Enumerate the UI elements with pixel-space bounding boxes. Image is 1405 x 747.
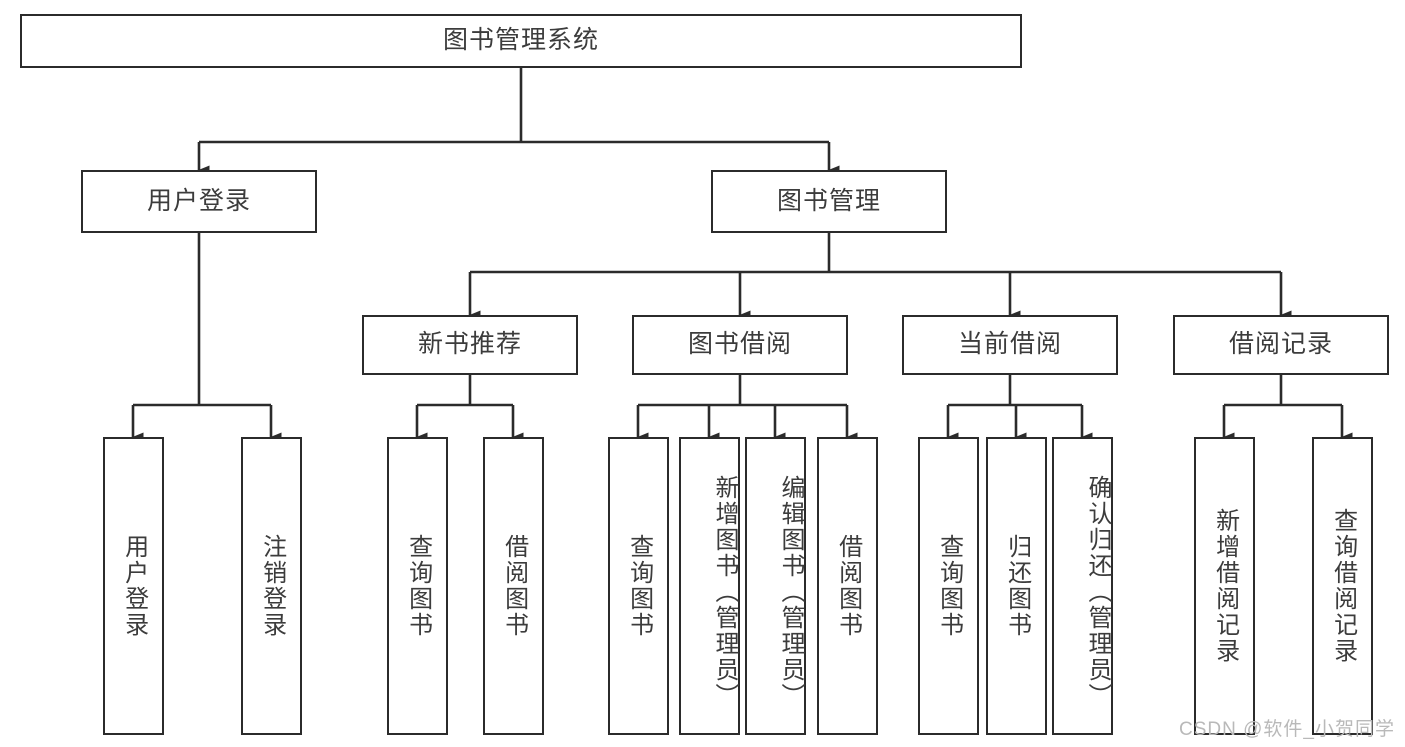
- node-level3-3[interactable]: 借阅记录: [1173, 315, 1389, 375]
- node-label: 编辑图书（管理员）: [777, 475, 804, 709]
- node-label: 确认归还（管理员）: [1084, 475, 1111, 709]
- node-leaf-4[interactable]: 查询图书: [608, 437, 669, 735]
- node-label: 用户登录: [146, 186, 251, 215]
- node-leaf-12[interactable]: 查询借阅记录: [1312, 437, 1373, 735]
- node-leaf-0[interactable]: 用户登录: [103, 437, 164, 735]
- node-leaf-7[interactable]: 借阅图书: [817, 437, 878, 735]
- node-label: 归还图书: [1003, 534, 1031, 638]
- node-label: 用户登录: [120, 534, 148, 638]
- node-label: 新增图书（管理员）: [711, 475, 738, 709]
- node-leaf-1[interactable]: 注销登录: [241, 437, 302, 735]
- node-level2-0[interactable]: 用户登录: [81, 170, 317, 233]
- node-label: 查询借阅记录: [1329, 508, 1357, 664]
- node-leaf-11[interactable]: 新增借阅记录: [1194, 437, 1255, 735]
- node-leaf-9[interactable]: 归还图书: [986, 437, 1047, 735]
- node-label: 借阅记录: [1228, 330, 1333, 359]
- node-label: 当前借阅: [957, 330, 1062, 359]
- node-label: 查询图书: [625, 534, 653, 638]
- node-leaf-6[interactable]: 编辑图书（管理员）: [745, 437, 806, 735]
- node-leaf-3[interactable]: 借阅图书: [483, 437, 544, 735]
- node-label: 查询图书: [404, 534, 432, 638]
- node-label: 图书管理系统: [442, 26, 599, 55]
- node-leaf-8[interactable]: 查询图书: [918, 437, 979, 735]
- watermark-text: CSDN @软件_小贺同学: [1179, 719, 1395, 740]
- node-label: 新书推荐: [417, 330, 522, 359]
- node-label: 图书管理: [776, 186, 881, 215]
- node-root-图书管理系统[interactable]: 图书管理系统: [20, 14, 1022, 68]
- node-label: 图书借阅: [687, 330, 792, 359]
- node-label: 借阅图书: [834, 534, 862, 638]
- node-label: 新增借阅记录: [1211, 508, 1239, 664]
- node-label: 注销登录: [258, 534, 286, 638]
- node-level3-2[interactable]: 当前借阅: [902, 315, 1118, 375]
- node-label: 查询图书: [935, 534, 963, 638]
- node-level3-1[interactable]: 图书借阅: [632, 315, 848, 375]
- node-level2-1[interactable]: 图书管理: [711, 170, 947, 233]
- node-leaf-10[interactable]: 确认归还（管理员）: [1052, 437, 1113, 735]
- node-leaf-2[interactable]: 查询图书: [387, 437, 448, 735]
- node-label: 借阅图书: [500, 534, 528, 638]
- node-leaf-5[interactable]: 新增图书（管理员）: [679, 437, 740, 735]
- node-level3-0[interactable]: 新书推荐: [362, 315, 578, 375]
